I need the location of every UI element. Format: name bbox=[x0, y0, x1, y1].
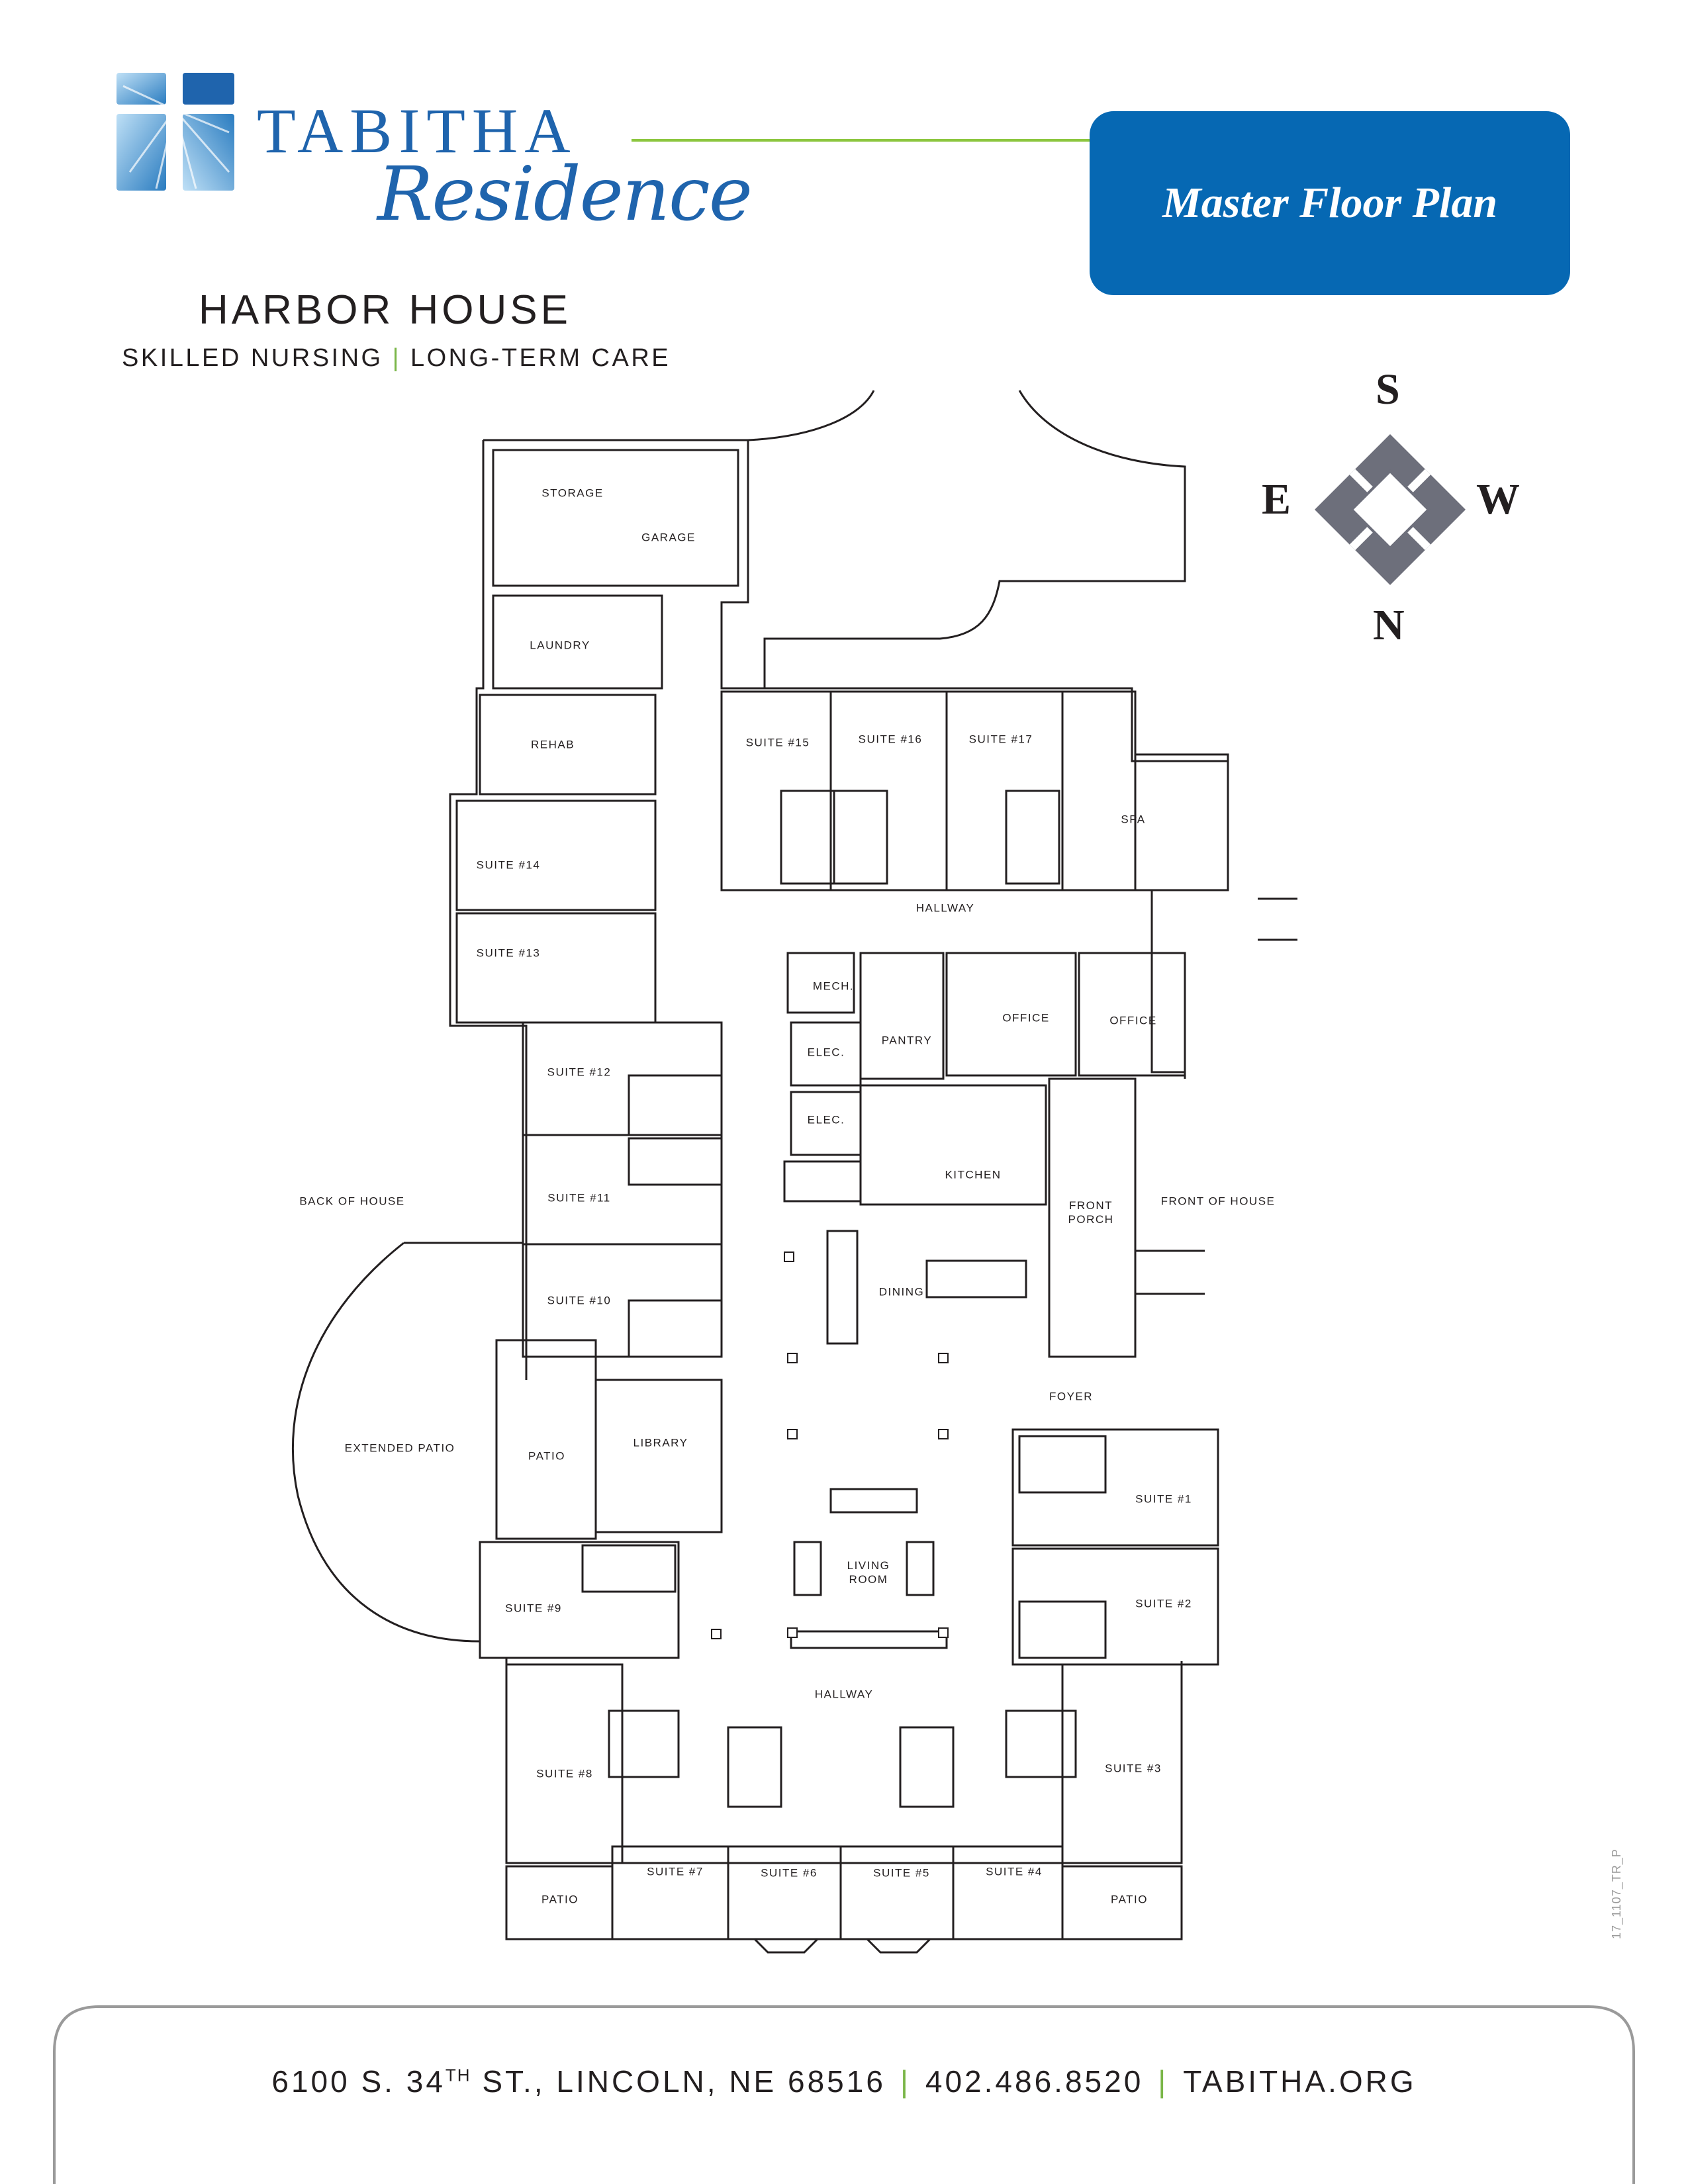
room-label-pantry: PANTRY bbox=[881, 1034, 933, 1047]
room-label-elec-1: ELEC. bbox=[807, 1046, 845, 1059]
footer-separator-1: | bbox=[900, 2064, 911, 2099]
room-label-suite-6: SUITE #6 bbox=[761, 1866, 818, 1880]
room-label-suite-14: SUITE #14 bbox=[476, 858, 541, 872]
room-label-library: LIBRARY bbox=[633, 1436, 688, 1449]
room-label-patio-left: PATIO bbox=[541, 1893, 579, 1906]
room-label-suite-7: SUITE #7 bbox=[647, 1865, 704, 1878]
room-label-storage: STORAGE bbox=[541, 486, 604, 500]
address-rest: ST., LINCOLN, NE 68516 bbox=[471, 2064, 886, 2099]
front-porch-line-1: FRONT bbox=[1068, 1199, 1113, 1212]
room-label-suite-15: SUITE #15 bbox=[745, 736, 810, 749]
brand-name: TABITHA bbox=[257, 95, 577, 166]
room-label-office-2: OFFICE bbox=[1109, 1014, 1157, 1027]
label-extended-patio: EXTENDED PATIO bbox=[344, 1441, 455, 1455]
footer-phone: 402.486.8520 bbox=[925, 2064, 1144, 2099]
room-label-office-1: OFFICE bbox=[1002, 1011, 1050, 1024]
room-label-hallway-bottom: HALLWAY bbox=[814, 1688, 874, 1701]
compass-east: E bbox=[1262, 475, 1291, 523]
room-label-kitchen: KITCHEN bbox=[945, 1168, 1002, 1181]
footer-frame bbox=[53, 2005, 1635, 2184]
tabitha-logo-mark bbox=[117, 73, 236, 192]
room-label-suite-11: SUITE #11 bbox=[547, 1191, 611, 1205]
room-label-suite-8: SUITE #8 bbox=[536, 1767, 593, 1780]
footer-separator-2: | bbox=[1158, 2064, 1169, 2099]
page-title: Master Floor Plan bbox=[1162, 179, 1498, 227]
room-label-garage: GARAGE bbox=[641, 531, 696, 544]
care-right: LONG-TERM CARE bbox=[410, 344, 671, 372]
room-label-rehab: REHAB bbox=[530, 738, 575, 751]
room-label-suite-3: SUITE #3 bbox=[1105, 1762, 1162, 1775]
room-label-suite-10: SUITE #10 bbox=[547, 1294, 612, 1307]
label-front-of-house: FRONT OF HOUSE bbox=[1160, 1195, 1276, 1208]
footer-website: TABITHA.ORG bbox=[1183, 2064, 1417, 2099]
room-label-suite-2: SUITE #2 bbox=[1135, 1597, 1192, 1610]
room-label-hallway-top: HALLWAY bbox=[915, 901, 975, 915]
address-ordinal: TH bbox=[445, 2065, 471, 2085]
address-street-number: 6100 S. 34 bbox=[271, 2064, 445, 2099]
room-label-suite-5: SUITE #5 bbox=[873, 1866, 930, 1880]
room-label-laundry: LAUNDRY bbox=[530, 639, 590, 652]
living-room-line-1: LIVING bbox=[847, 1559, 890, 1572]
room-label-suite-13: SUITE #13 bbox=[476, 946, 541, 960]
label-back-of-house: BACK OF HOUSE bbox=[299, 1195, 405, 1208]
room-label-spa: SPA bbox=[1121, 813, 1146, 826]
room-label-dining: DINING bbox=[878, 1285, 925, 1298]
compass-rose-icon bbox=[1311, 430, 1470, 589]
title-box: Master Floor Plan bbox=[1090, 111, 1570, 295]
footer-address: 6100 S. 34TH ST., LINCOLN, NE 68516 bbox=[271, 2064, 886, 2099]
care-line: SKILLED NURSING | LONG-TERM CARE bbox=[122, 345, 671, 371]
room-label-living-room: LIVING ROOM bbox=[847, 1559, 890, 1587]
compass-north: N bbox=[1373, 601, 1405, 649]
compass-west: W bbox=[1476, 475, 1520, 523]
room-label-suite-12: SUITE #12 bbox=[547, 1066, 612, 1079]
care-separator: | bbox=[392, 344, 401, 372]
room-label-suite-9: SUITE #9 bbox=[505, 1602, 562, 1615]
room-label-mech: MECH. bbox=[812, 979, 855, 993]
room-label-front-porch: FRONT PORCH bbox=[1068, 1199, 1114, 1227]
room-label-elec-2: ELEC. bbox=[807, 1113, 845, 1126]
care-left: SKILLED NURSING bbox=[122, 344, 383, 372]
room-label-suite-1: SUITE #1 bbox=[1135, 1492, 1192, 1506]
house-name: HARBOR HOUSE bbox=[199, 287, 571, 333]
room-label-suite-16: SUITE #16 bbox=[858, 733, 923, 746]
brand-script: Residence bbox=[377, 152, 753, 238]
room-label-suite-17: SUITE #17 bbox=[968, 733, 1033, 746]
footer-contact-line: 6100 S. 34TH ST., LINCOLN, NE 68516 | 402.… bbox=[0, 2064, 1688, 2099]
compass-south: S bbox=[1376, 365, 1400, 414]
room-label-patio-west: PATIO bbox=[528, 1449, 565, 1463]
room-label-patio-right: PATIO bbox=[1111, 1893, 1148, 1906]
document-id: 17_1107_TR_P bbox=[1610, 1848, 1623, 1939]
living-room-line-2: ROOM bbox=[849, 1573, 888, 1586]
room-label-suite-4: SUITE #4 bbox=[986, 1865, 1043, 1878]
front-porch-line-2: PORCH bbox=[1068, 1213, 1114, 1226]
room-label-foyer: FOYER bbox=[1049, 1390, 1094, 1403]
